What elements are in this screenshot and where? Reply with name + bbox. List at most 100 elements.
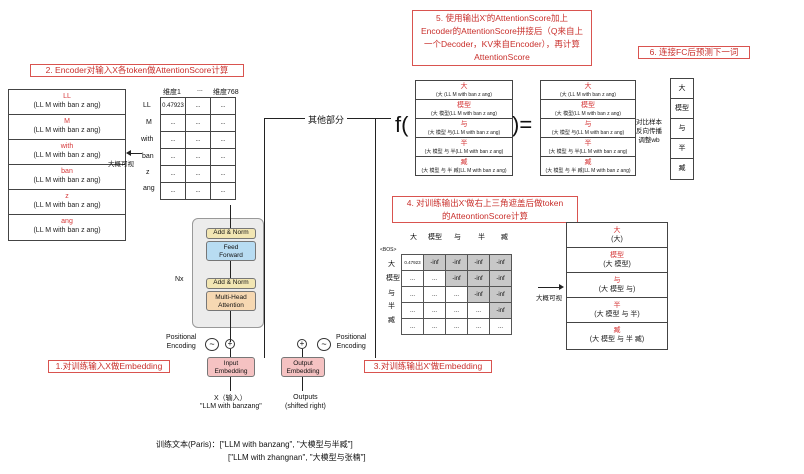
matrix-cell: ...	[210, 165, 236, 183]
fc-token: 臧	[678, 165, 686, 172]
matrix-cell: ...	[160, 165, 186, 183]
enc-cell: ban(LL M with ban z ang)	[9, 165, 125, 190]
row-label: with	[141, 136, 154, 143]
dec-cell: 大(大)	[567, 223, 667, 248]
mask-cell: ...	[445, 318, 468, 335]
row-label: M	[146, 119, 152, 126]
mask-cell: -inf	[445, 270, 468, 287]
caption-fc-predict: 6. 连接FC后预测下一词	[638, 46, 750, 59]
tfm-line	[230, 377, 231, 391]
training-text-label: 训练文本(Paris)：["LLM with banzang", "大模型与半臧…	[156, 440, 353, 449]
encoder-add-circle: +	[225, 339, 235, 349]
equals-symbol: )=	[512, 112, 533, 137]
mask-cell: -inf	[489, 270, 512, 287]
mask-matrix: 0.47923-inf-inf-inf-inf ......-inf-inf-i…	[401, 254, 512, 335]
enc-cell: M(LL M with ban z ang)	[9, 115, 125, 140]
decoder-add-circle: +	[297, 339, 307, 349]
mask-cell: 0.47923	[401, 254, 424, 271]
mask-cell: ...	[445, 286, 468, 303]
f-cell: 半(大 模型 与 半(LL M with ban z ang)	[416, 138, 512, 157]
x-input-label: X（输入）	[214, 395, 247, 402]
f-cell: 大(大 (LL M with ban z ang)	[416, 81, 512, 100]
f-symbol: f(	[395, 112, 409, 137]
result-cell: 与(大 模型 与(LL M with ban z ang)	[541, 119, 635, 138]
mask-col-label: 臧	[501, 234, 508, 241]
mask-arrow	[538, 287, 560, 288]
matrix-cell: ...	[160, 114, 186, 132]
mask-cell: ...	[423, 302, 446, 319]
matrix-cell: ...	[185, 131, 211, 149]
mask-row-label: 臧	[388, 317, 395, 324]
caption-input-embedding: 1.对训练输入X做Embedding	[48, 360, 170, 373]
tfm-line	[302, 349, 303, 357]
mask-cell: -inf	[489, 254, 512, 271]
enc-cell: with(LL M with ban z ang)	[9, 140, 125, 165]
x-input-value: "LLM with banzang"	[200, 403, 262, 410]
result-cell: 半(大 模型 与 半(LL M with ban z ang)	[541, 138, 635, 157]
dec-cell: 模型(大 模型)	[567, 248, 667, 273]
f-cell: 模型(大 模型(LL M with ban z ang)	[416, 100, 512, 119]
mask-cell: -inf	[423, 254, 446, 271]
row-label: ban	[142, 153, 154, 160]
mask-cell: ...	[401, 318, 424, 335]
encoder-arrow	[128, 153, 142, 154]
mask-cell: -inf	[489, 302, 512, 319]
nx-label: Nx	[175, 276, 184, 283]
add-norm-bottom: Add & Norm	[206, 278, 256, 289]
arrow-head-left	[126, 150, 131, 156]
mask-row-label: 与	[388, 290, 395, 297]
matrix-cell: ...	[160, 182, 186, 200]
dec-cell: 臧(大 模型 与 半 臧)	[589, 327, 645, 343]
tfm-line	[230, 349, 231, 357]
f-cell: 臧(大 模型 与 半 臧(LL M with ban z ang)	[421, 159, 507, 174]
matrix-cell: 0.47923	[160, 97, 186, 115]
matrix-cell: ...	[185, 97, 211, 115]
mask-arrow-label: 大概可视	[536, 295, 562, 302]
fc-token: 大	[671, 79, 693, 99]
tfm-line	[230, 261, 231, 278]
positional-wave-icon: ~	[205, 338, 219, 351]
fc-token: 模型	[671, 99, 693, 119]
mask-cell: -inf	[489, 286, 512, 303]
mask-row-label: <BOS>	[380, 247, 397, 253]
mask-cell: ...	[401, 286, 424, 303]
training-text-pair2: ["LLM with zhangnan", "大模型与张楠"]	[228, 453, 366, 462]
dim768-header: 维度768	[213, 89, 239, 96]
other-part-bracket	[264, 118, 376, 358]
matrix-cell: ...	[185, 114, 211, 132]
mask-col-label: 半	[478, 234, 485, 241]
matrix-cell: ...	[185, 182, 211, 200]
mask-row-label: 模型	[386, 275, 400, 282]
mask-row-label: 大	[388, 261, 395, 268]
mask-cell: ...	[423, 286, 446, 303]
mask-cell: -inf	[467, 286, 490, 303]
result-cell: 模型(大 模型(LL M with ban z ang)	[541, 100, 635, 119]
mask-cell: ...	[423, 318, 446, 335]
encoder-attention-stack: LL(LL M with ban z ang) M(LL M with ban …	[8, 89, 126, 241]
mask-cell: -inf	[445, 254, 468, 271]
mask-cell: ...	[423, 270, 446, 287]
f-cell: 与(大 模型 与(LL M with ban z ang)	[416, 119, 512, 138]
enc-cell: LL(LL M with ban z ang)	[9, 90, 125, 115]
arrow-head-right	[559, 284, 564, 290]
other-part-label: 其他部分	[305, 113, 348, 126]
encoder-arrow-label: 大概可视	[108, 161, 134, 168]
embedding-matrix: 0.47923...... ......... ......... ......…	[160, 97, 236, 200]
matrix-cell: ...	[210, 114, 236, 132]
outputs-label: Outputs(shifted right)	[285, 394, 326, 410]
matrix-cell: ...	[210, 182, 236, 200]
mask-cell: ...	[445, 302, 468, 319]
other-part-arrow	[376, 118, 391, 119]
f-input-stack: 大(大 (LL M with ban z ang) 模型(大 模型(LL M w…	[415, 80, 513, 176]
mask-cell: -inf	[467, 270, 490, 287]
row-label: z	[146, 169, 150, 176]
dec-cell: 半(大 模型 与 半)	[567, 298, 667, 323]
add-norm-top: Add & Norm	[206, 228, 256, 239]
mask-cell: ...	[467, 302, 490, 319]
